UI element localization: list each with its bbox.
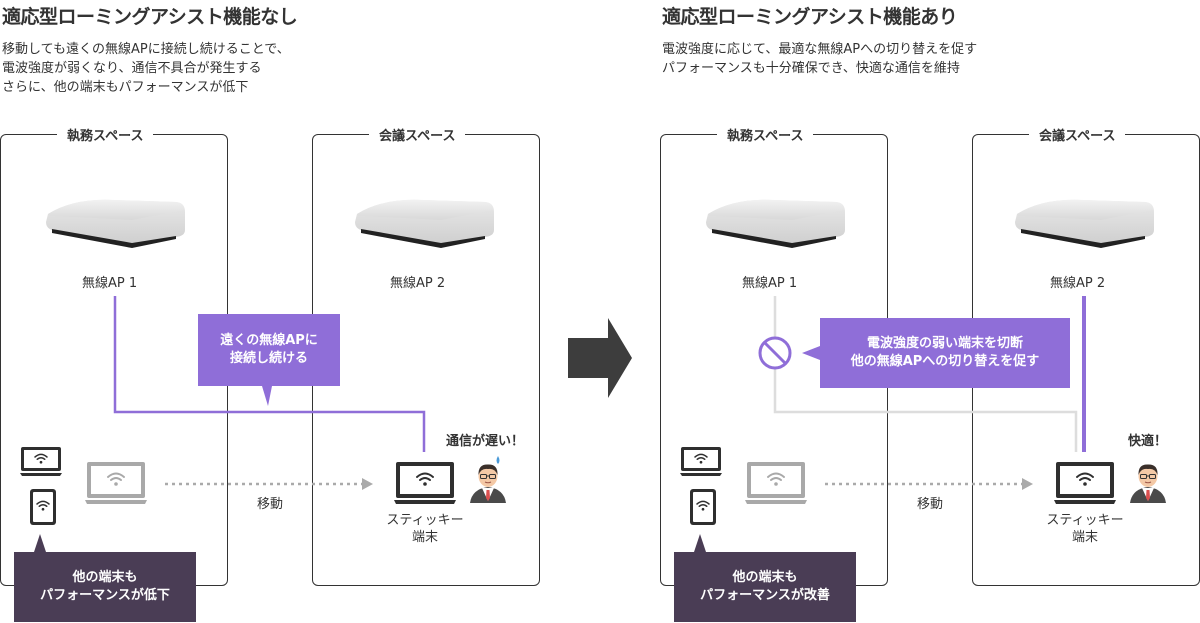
businessman-icon: [1129, 463, 1167, 504]
status-note: 快適！: [1128, 434, 1168, 449]
terminal-line: 端末: [1071, 530, 1098, 545]
laptop-wifi-icon: [745, 462, 807, 504]
laptop-wifi-icon: [85, 462, 147, 504]
left-diagram-graphics: [0, 199, 507, 552]
sticky-terminal-label: スティッキー 端末: [1030, 512, 1140, 546]
right-diagram-graphics: [660, 199, 1167, 552]
laptop-wifi-icon: [680, 447, 722, 476]
businessman-icon: [469, 463, 507, 504]
access-point-icon: [46, 199, 185, 248]
zone-work-space: 執務スペース: [0, 125, 228, 586]
ap-label-1: 無線AP 1: [742, 276, 798, 291]
access-point-icon: [355, 199, 494, 248]
bubble-tail: [802, 346, 820, 360]
panel-description: 電波強度に応じて、最適な無線APへの切り替えを促す パフォーマンスも十分確保でき…: [662, 40, 977, 78]
terminal-line: スティッキー: [386, 513, 464, 528]
callout-line: 接続し続ける: [229, 351, 308, 366]
panel-with-roaming-assist: 適応型ローミングアシスト機能あり 電波強度に応じて、最適な無線APへの切り替えを…: [660, 0, 1200, 623]
terminal-line: スティッキー: [1046, 513, 1124, 528]
callout-line: パフォーマンスが低下: [40, 588, 170, 603]
laptop-wifi-icon: [394, 462, 456, 504]
other-devices-callout: 他の端末も パフォーマンスが改善: [674, 552, 856, 622]
ap-label-1: 無線AP 1: [82, 276, 138, 291]
panel-without-roaming-assist: 適応型ローミングアシスト機能なし 移動しても遠くの無線APに接続し続けることで、…: [0, 0, 540, 623]
ap-label-2: 無線AP 2: [1050, 276, 1106, 291]
callout-line: 電波強度の弱い端末を切断: [866, 336, 1023, 351]
panel-description: 移動しても遠くの無線APに接続し続けることで、 電波強度が弱くなり、通信不具合が…: [2, 40, 290, 97]
callout-line: パフォーマンスが改善: [700, 588, 830, 603]
callout-line: 他の端末も: [732, 570, 798, 585]
description-line: パフォーマンスも十分確保でき、快適な通信を維持: [662, 61, 960, 76]
move-label: 移動: [917, 497, 944, 512]
prohibited-icon: [758, 336, 792, 370]
sweat-drop-icon: [496, 456, 500, 464]
description-line: さらに、他の端末もパフォーマンスが低下: [2, 80, 249, 95]
terminal-line: 端末: [411, 530, 438, 545]
description-line: 移動しても遠くの無線APに接続し続けることで、: [2, 42, 290, 57]
callout-line: 遠くの無線APに: [220, 333, 318, 348]
callout-line: 他の無線APへの切り替えを促す: [850, 354, 1040, 369]
access-point-icon: [706, 199, 845, 248]
transition-arrow-icon: [568, 318, 632, 398]
zone-label: 会議スペース: [369, 125, 466, 144]
callout-line: 他の端末も: [72, 570, 138, 585]
tablet-wifi-icon: [690, 489, 716, 525]
box-tail: [694, 534, 706, 552]
move-label: 移動: [257, 497, 284, 512]
zone-label: 執務スペース: [57, 125, 154, 144]
box-tail: [34, 534, 46, 552]
laptop-wifi-icon: [1054, 462, 1116, 504]
zone-label: 会議スペース: [1029, 125, 1126, 144]
status-note: 通信が遅い！: [446, 434, 525, 449]
tablet-wifi-icon: [30, 489, 56, 525]
zone-label: 執務スペース: [717, 125, 814, 144]
description-line: 電波強度が弱くなり、通信不具合が発生する: [2, 61, 262, 76]
ap-label-2: 無線AP 2: [390, 276, 446, 291]
callout-bubble: 遠くの無線APに 接続し続ける: [198, 314, 340, 386]
access-point-icon: [1015, 199, 1154, 248]
bubble-tail: [262, 386, 272, 406]
move-arrow-head: [362, 478, 373, 490]
other-devices-callout: 他の端末も パフォーマンスが低下: [14, 552, 196, 622]
callout-bubble: 電波強度の弱い端末を切断 他の無線APへの切り替えを促す: [820, 318, 1070, 388]
panel-title: 適応型ローミングアシスト機能あり: [662, 6, 958, 28]
description-line: 電波強度に応じて、最適な無線APへの切り替えを促す: [662, 42, 978, 57]
sticky-terminal-label: スティッキー 端末: [370, 512, 480, 546]
move-arrow-head: [1022, 478, 1033, 490]
connection-line-ap1: [113, 296, 426, 452]
panel-title: 適応型ローミングアシスト機能なし: [2, 6, 298, 28]
laptop-wifi-icon: [20, 447, 62, 476]
